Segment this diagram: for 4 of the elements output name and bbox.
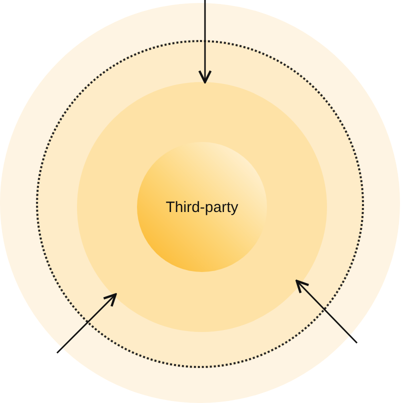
arrow: [198, 0, 212, 84]
arrow: [296, 280, 358, 344]
node-label: Third-party: [166, 198, 238, 216]
arrow: [56, 293, 117, 354]
